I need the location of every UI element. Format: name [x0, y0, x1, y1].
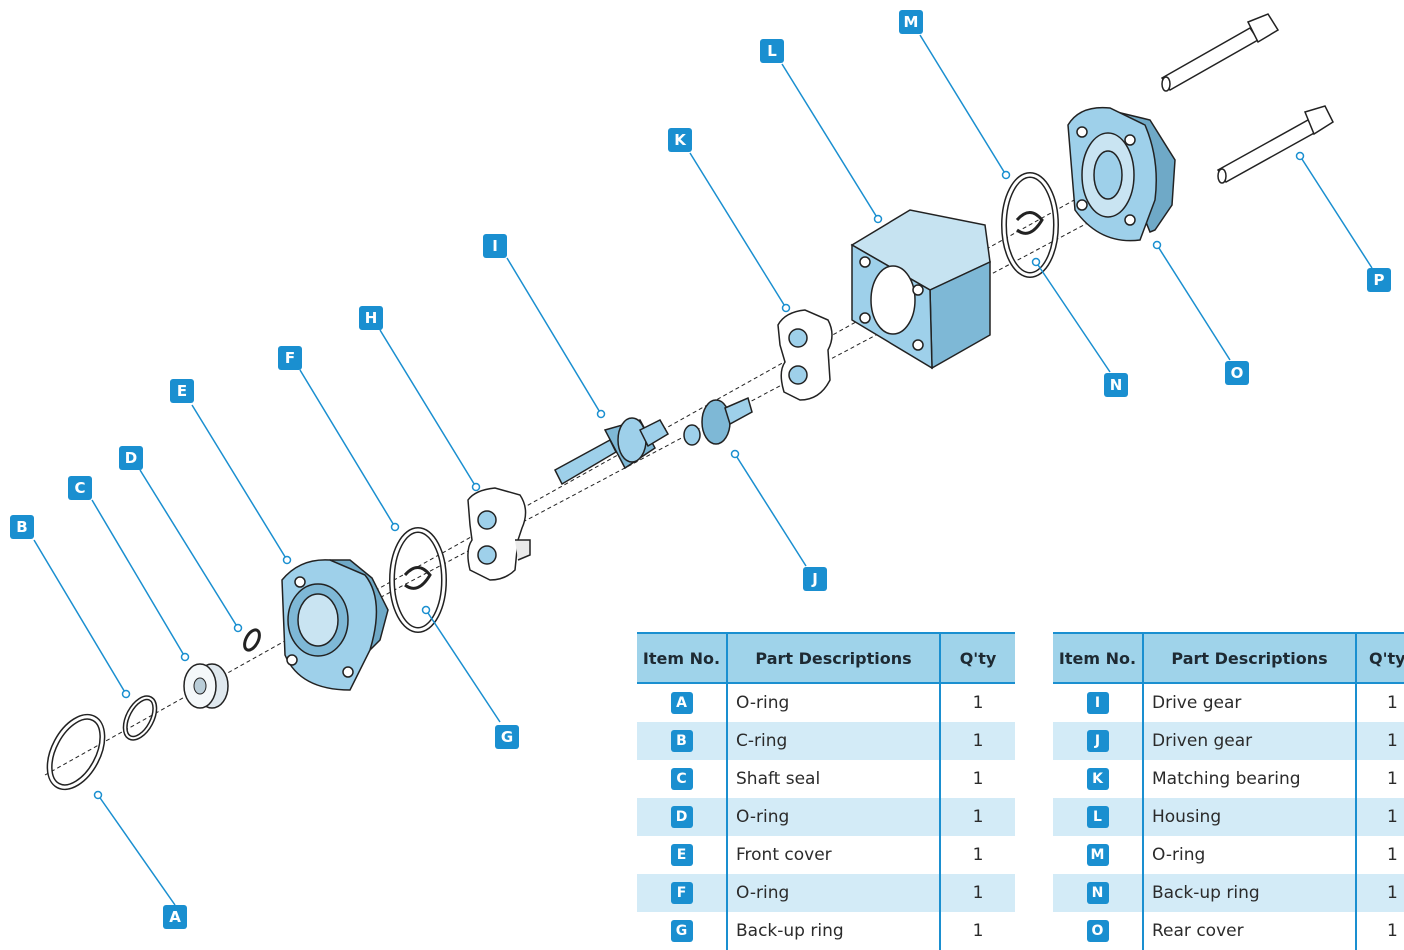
part-description: Matching bearing	[1142, 760, 1357, 798]
callout-f: F	[278, 346, 302, 370]
part-qty: 1	[1356, 798, 1404, 836]
header-description: Part Descriptions	[726, 632, 941, 684]
table-row: C Shaft seal 1	[637, 760, 1015, 798]
item-badge: D	[670, 806, 693, 828]
table-row: G Back-up ring 1	[637, 912, 1015, 950]
item-badge: J	[1086, 730, 1109, 752]
part-description: Front cover	[726, 836, 941, 874]
part-description: Back-up ring	[1142, 874, 1357, 912]
part-k-bearing	[777, 309, 833, 401]
callout-n: N	[1104, 373, 1128, 397]
item-badge: A	[670, 692, 693, 714]
part-description: Shaft seal	[726, 760, 941, 798]
callout-e: E	[170, 379, 194, 403]
table-row: A O-ring 1	[637, 683, 1015, 722]
item-badge: M	[1086, 844, 1109, 866]
header-qty: Q'ty	[1356, 632, 1404, 684]
part-qty: 1	[972, 921, 984, 941]
callout-a: A	[163, 905, 187, 929]
callout-o: O	[1225, 361, 1249, 385]
part-f-g-rings	[389, 527, 447, 633]
part-a-o-ring	[46, 713, 106, 791]
part-j-driven-gear	[683, 396, 753, 446]
part-c-shaft-seal	[183, 663, 229, 709]
table-row: M O-ring 1	[1053, 836, 1404, 874]
callout-b: B	[10, 515, 34, 539]
part-qty: 1	[940, 798, 1015, 836]
item-badge: O	[1086, 920, 1109, 942]
part-description: O-ring	[1142, 836, 1357, 874]
part-qty: 1	[1387, 693, 1398, 713]
part-qty: 1	[1356, 874, 1404, 912]
callout-j: J	[803, 567, 827, 591]
item-badge: L	[1086, 806, 1109, 828]
item-badge: B	[670, 730, 693, 752]
header-qty: Q'ty	[940, 632, 1015, 684]
callout-i: I	[483, 234, 507, 258]
part-description: Housing	[1142, 798, 1357, 836]
callout-c: C	[68, 476, 92, 500]
part-h-bearing	[467, 487, 531, 581]
part-o-rear-cover	[1067, 106, 1176, 242]
part-description: C-ring	[726, 722, 941, 760]
part-l-housing	[850, 209, 991, 370]
part-b-c-ring	[122, 695, 158, 741]
part-description: Drive gear	[1142, 683, 1357, 722]
part-qty: 1	[972, 769, 984, 789]
callout-m: M	[899, 10, 923, 34]
callout-l: L	[760, 39, 784, 63]
callout-d: D	[119, 446, 143, 470]
part-qty: 1	[1387, 921, 1398, 941]
part-e-front-cover	[281, 559, 389, 691]
part-m-n-rings	[1001, 172, 1059, 278]
item-badge: N	[1086, 882, 1109, 904]
item-badge: K	[1086, 768, 1109, 790]
part-description: O-ring	[726, 798, 941, 836]
part-qty: 1	[972, 845, 984, 865]
part-i-drive-gear	[554, 417, 670, 486]
item-badge: C	[670, 768, 693, 790]
parts-table-right: Item No. Part Descriptions Q'ty I Drive g…	[1053, 632, 1404, 950]
header-item-no: Item No.	[1053, 632, 1143, 684]
part-qty: 1	[940, 722, 1015, 760]
part-qty: 1	[1356, 722, 1404, 760]
header-item-no: Item No.	[637, 632, 727, 684]
part-qty: 1	[972, 693, 984, 713]
part-description: O-ring	[726, 874, 941, 912]
part-description: Rear cover	[1142, 912, 1357, 950]
table-row: K Matching bearing 1	[1053, 760, 1404, 798]
item-badge: I	[1086, 692, 1109, 714]
callout-p: P	[1367, 268, 1391, 292]
part-qty: 1	[1387, 769, 1398, 789]
part-qty: 1	[1387, 845, 1398, 865]
header-description: Part Descriptions	[1142, 632, 1357, 684]
callout-g: G	[495, 725, 519, 749]
item-badge: F	[670, 882, 693, 904]
part-description: Driven gear	[1142, 722, 1357, 760]
part-qty: 1	[940, 874, 1015, 912]
part-d-o-ring	[243, 628, 261, 652]
item-badge: E	[670, 844, 693, 866]
callout-k: K	[668, 128, 692, 152]
leader-lines	[33, 34, 1373, 906]
item-badge: G	[670, 920, 693, 942]
callout-h: H	[359, 306, 383, 330]
table-row: E Front cover 1	[637, 836, 1015, 874]
part-description: O-ring	[726, 683, 941, 722]
part-description: Back-up ring	[726, 912, 941, 950]
table-row: O Rear cover 1	[1053, 912, 1404, 950]
table-row: I Drive gear 1	[1053, 683, 1404, 722]
part-p-bolts	[1160, 13, 1334, 184]
